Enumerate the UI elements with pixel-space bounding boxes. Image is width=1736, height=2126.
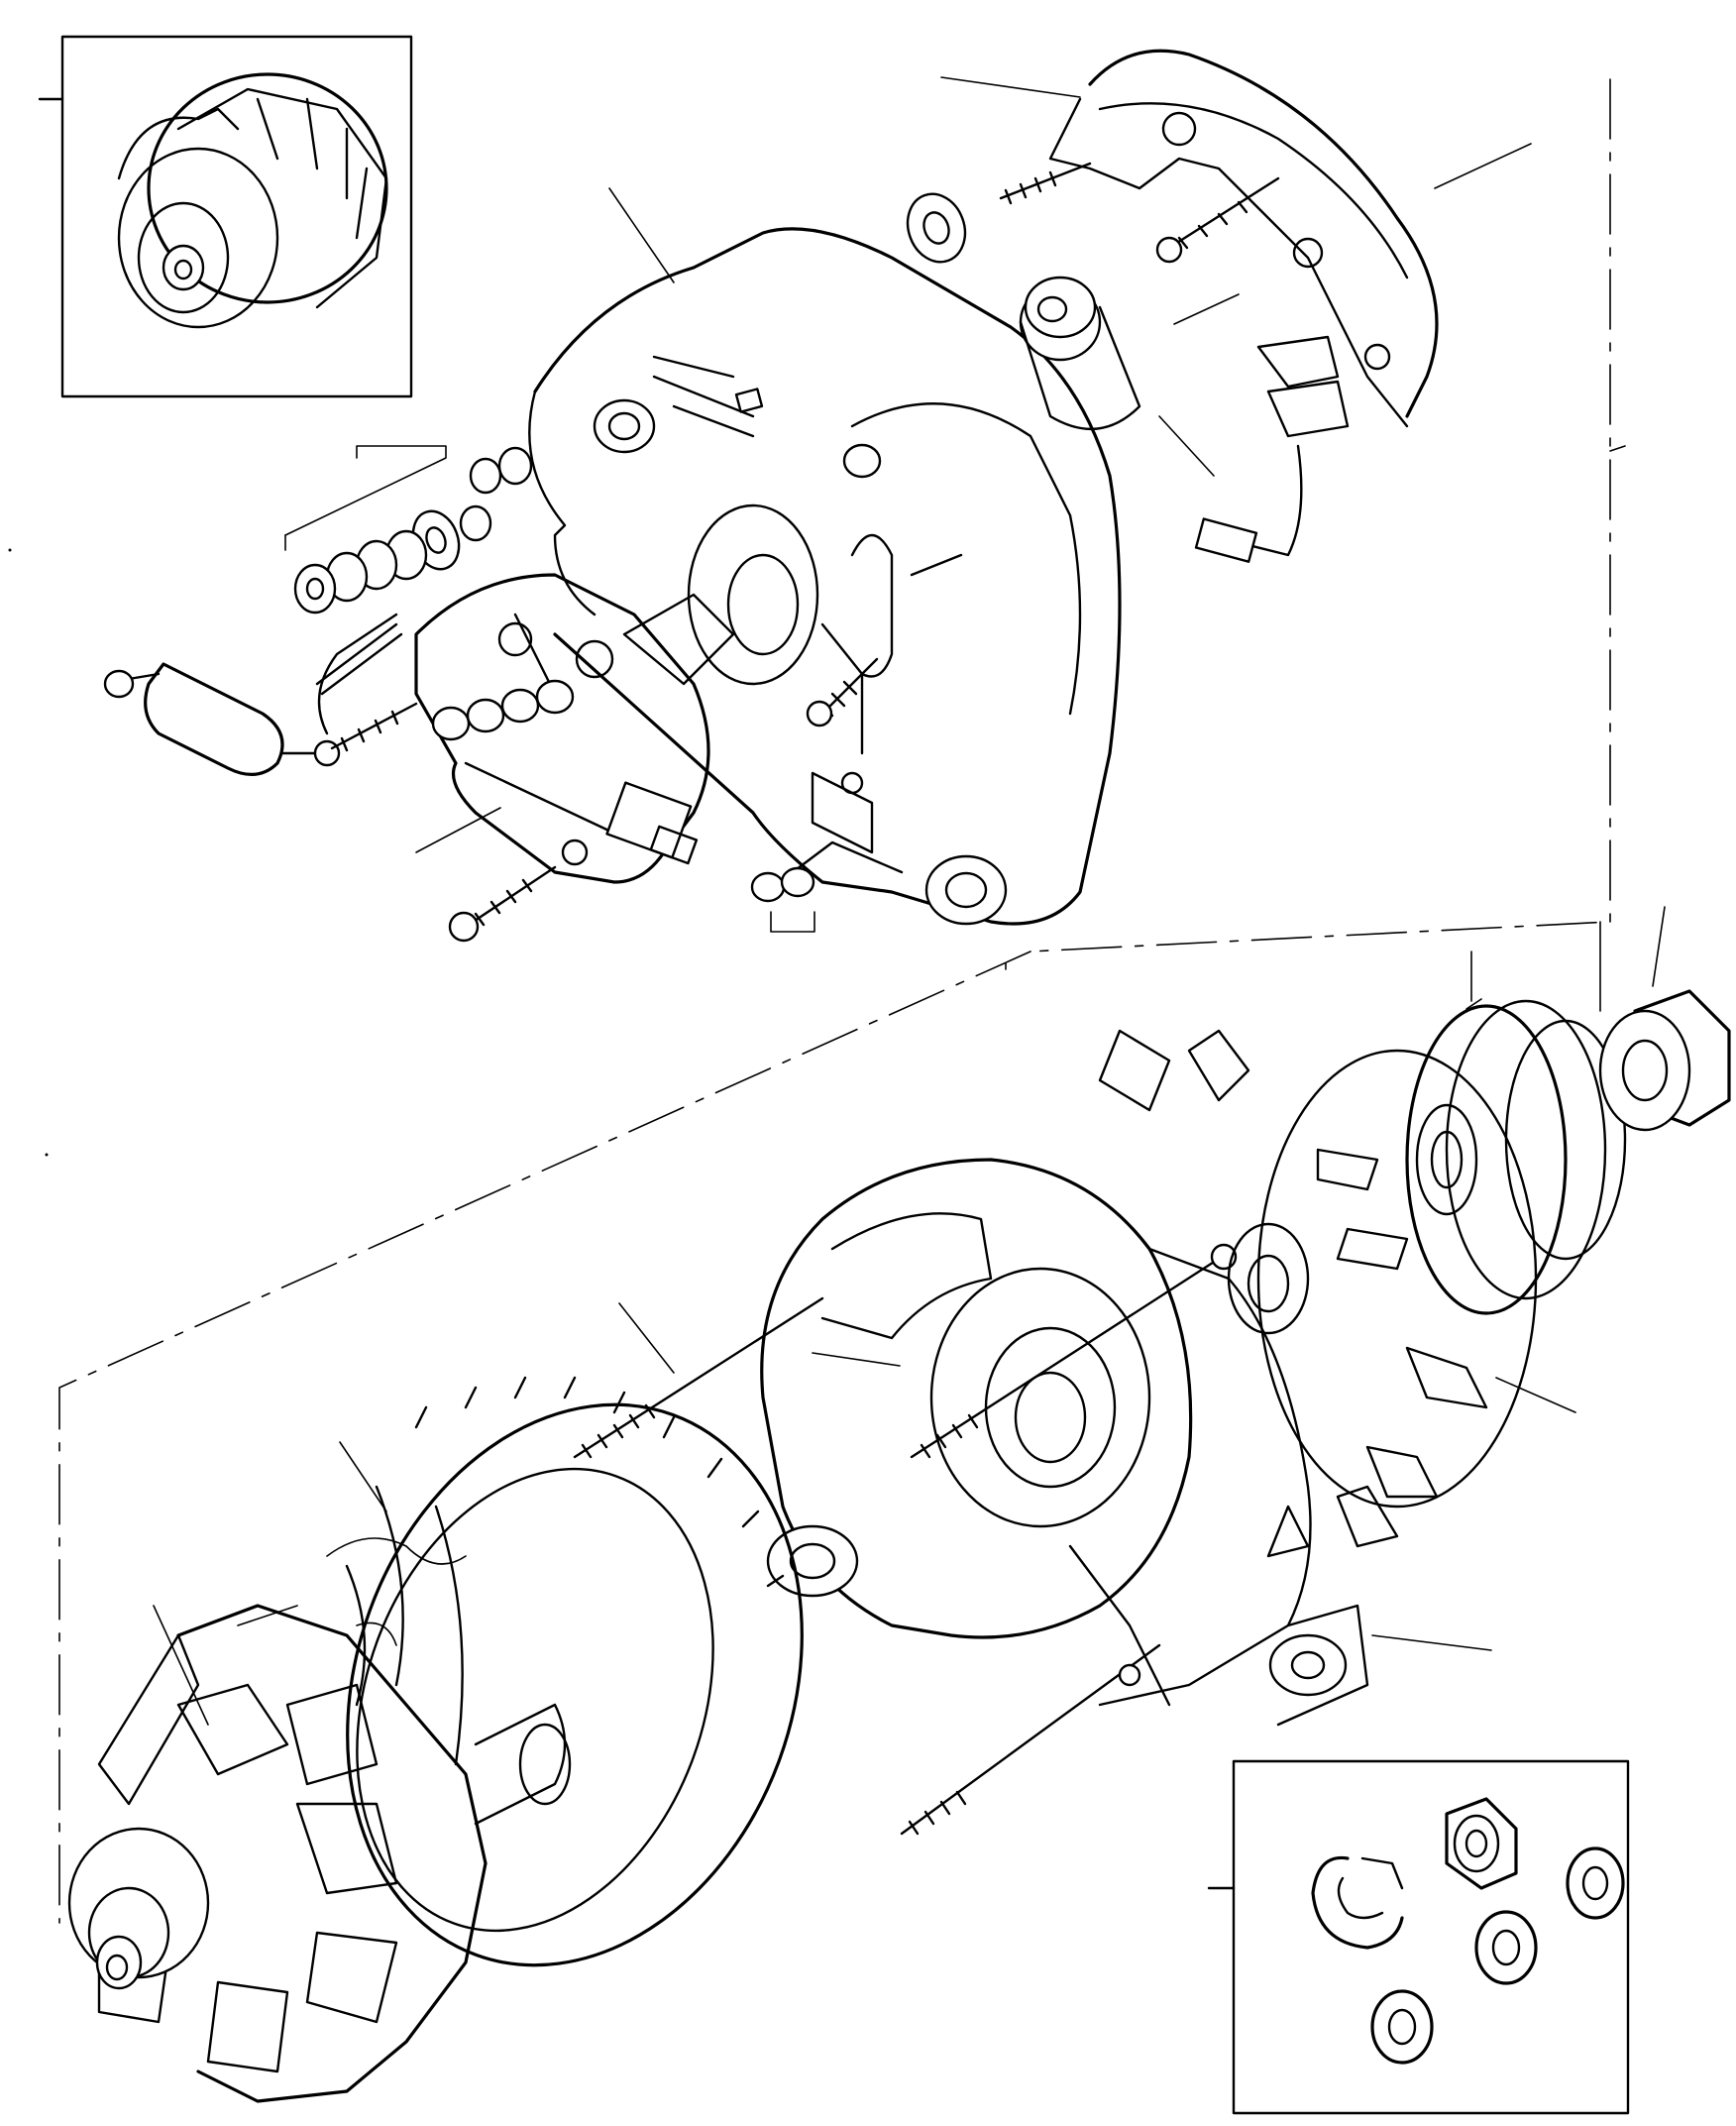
leader-line bbox=[1434, 143, 1532, 189]
leader-line bbox=[608, 187, 675, 283]
drive-pulley bbox=[1405, 999, 1627, 1315]
rotor bbox=[67, 1604, 572, 2103]
leader-line bbox=[415, 807, 501, 853]
scan-specks bbox=[8, 445, 1626, 1157]
front-housing bbox=[760, 1158, 1369, 1727]
leader-line bbox=[1158, 415, 1215, 477]
leader-line bbox=[339, 1441, 387, 1512]
housing-screw bbox=[806, 657, 879, 727]
capacitor bbox=[1019, 276, 1141, 431]
mounting-bolt bbox=[448, 865, 557, 943]
nut-and-washer-kit-inset bbox=[1207, 1759, 1630, 2115]
leader-line bbox=[940, 76, 1081, 98]
through-bolts bbox=[573, 1243, 1238, 1836]
callout-leaders bbox=[153, 76, 1666, 1726]
leader-line bbox=[1173, 293, 1240, 325]
rectifier-diode-plate bbox=[414, 573, 735, 884]
leader-line bbox=[618, 1302, 675, 1374]
washer bbox=[906, 192, 967, 264]
assembled-alternator-inset bbox=[38, 35, 413, 398]
brush-holder-and-regulator bbox=[999, 49, 1439, 563]
leader-line bbox=[1371, 1634, 1492, 1651]
leader-line bbox=[1465, 998, 1482, 1010]
leader-line bbox=[153, 1605, 209, 1726]
terminal-hardware-set bbox=[103, 445, 815, 933]
leader-line bbox=[1495, 1377, 1576, 1413]
rear-housing bbox=[528, 227, 1122, 926]
leader-line bbox=[812, 1352, 901, 1367]
pulley-nut bbox=[1598, 989, 1731, 1132]
leader-line bbox=[1652, 906, 1666, 987]
stator bbox=[237, 1376, 804, 1967]
explosion-boundary bbox=[58, 78, 1611, 1924]
